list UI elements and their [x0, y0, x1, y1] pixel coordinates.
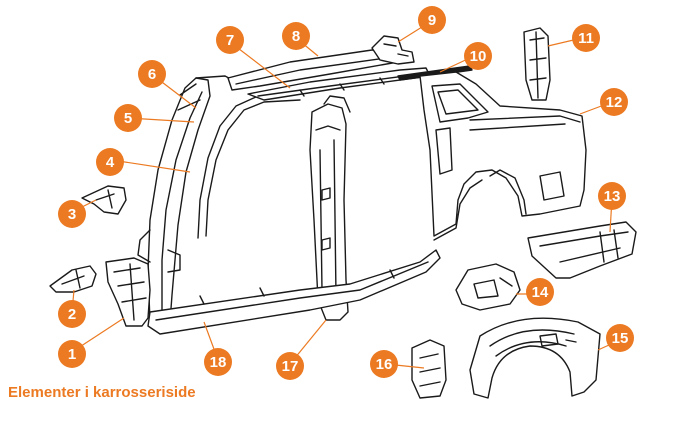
callout-18-label: 18 — [210, 354, 227, 371]
callout-6: 6 — [138, 60, 166, 88]
callout-9: 9 — [418, 6, 446, 34]
rear-bracket — [411, 339, 447, 399]
callout-10-label: 10 — [470, 48, 487, 65]
callout-2-label: 2 — [68, 306, 76, 323]
small-bracket — [49, 265, 97, 293]
callout-16: 16 — [370, 350, 398, 378]
callout-15-label: 15 — [612, 330, 629, 347]
callout-1: 1 — [58, 340, 86, 368]
callout-3-label: 3 — [68, 206, 76, 223]
callout-2: 2 — [58, 300, 86, 328]
callout-7-label: 7 — [226, 32, 234, 49]
callout-14-label: 14 — [532, 284, 549, 301]
callouts: 1 2 3 4 5 6 7 8 9 10 11 12 13 14 15 16 1… — [58, 6, 634, 380]
callout-8: 8 — [282, 22, 310, 50]
top-bracket — [371, 35, 415, 65]
leader-4 — [111, 159, 191, 173]
rear-quarter-panel — [419, 71, 587, 241]
callout-15: 15 — [606, 324, 634, 352]
callout-12: 12 — [600, 88, 628, 116]
callout-1-label: 1 — [68, 346, 76, 363]
callout-4-label: 4 — [106, 154, 115, 171]
callout-13-label: 13 — [604, 188, 621, 205]
callout-12-label: 12 — [606, 94, 623, 111]
b-pillar — [309, 95, 351, 321]
rear-pillar-bracket — [523, 27, 551, 101]
inner-arch-upper — [455, 263, 521, 311]
callout-7: 7 — [216, 26, 244, 54]
gusset-bracket — [81, 185, 127, 215]
front-lower-pillar — [105, 257, 151, 327]
wheel-house — [469, 317, 601, 399]
callout-13: 13 — [598, 182, 626, 210]
rocker-sill — [147, 249, 441, 335]
callout-3: 3 — [58, 200, 86, 228]
callout-6-label: 6 — [148, 66, 156, 83]
diagram-caption: Elementer i karrosseriside — [8, 384, 196, 401]
callout-16-label: 16 — [376, 356, 393, 373]
callout-11-label: 11 — [578, 30, 594, 47]
callout-11: 11 — [572, 24, 600, 52]
callout-9-label: 9 — [428, 12, 436, 29]
rear-floor-section — [527, 221, 637, 279]
callout-5-label: 5 — [124, 110, 132, 127]
callout-5: 5 — [114, 104, 142, 132]
callout-14: 14 — [526, 278, 554, 306]
callout-10: 10 — [464, 42, 492, 70]
callout-8-label: 8 — [292, 28, 300, 45]
main-side-frame — [137, 75, 301, 323]
callout-17-label: 17 — [282, 358, 299, 375]
callout-18: 18 — [204, 348, 232, 376]
callout-17: 17 — [276, 352, 304, 380]
callout-4: 4 — [96, 148, 124, 176]
